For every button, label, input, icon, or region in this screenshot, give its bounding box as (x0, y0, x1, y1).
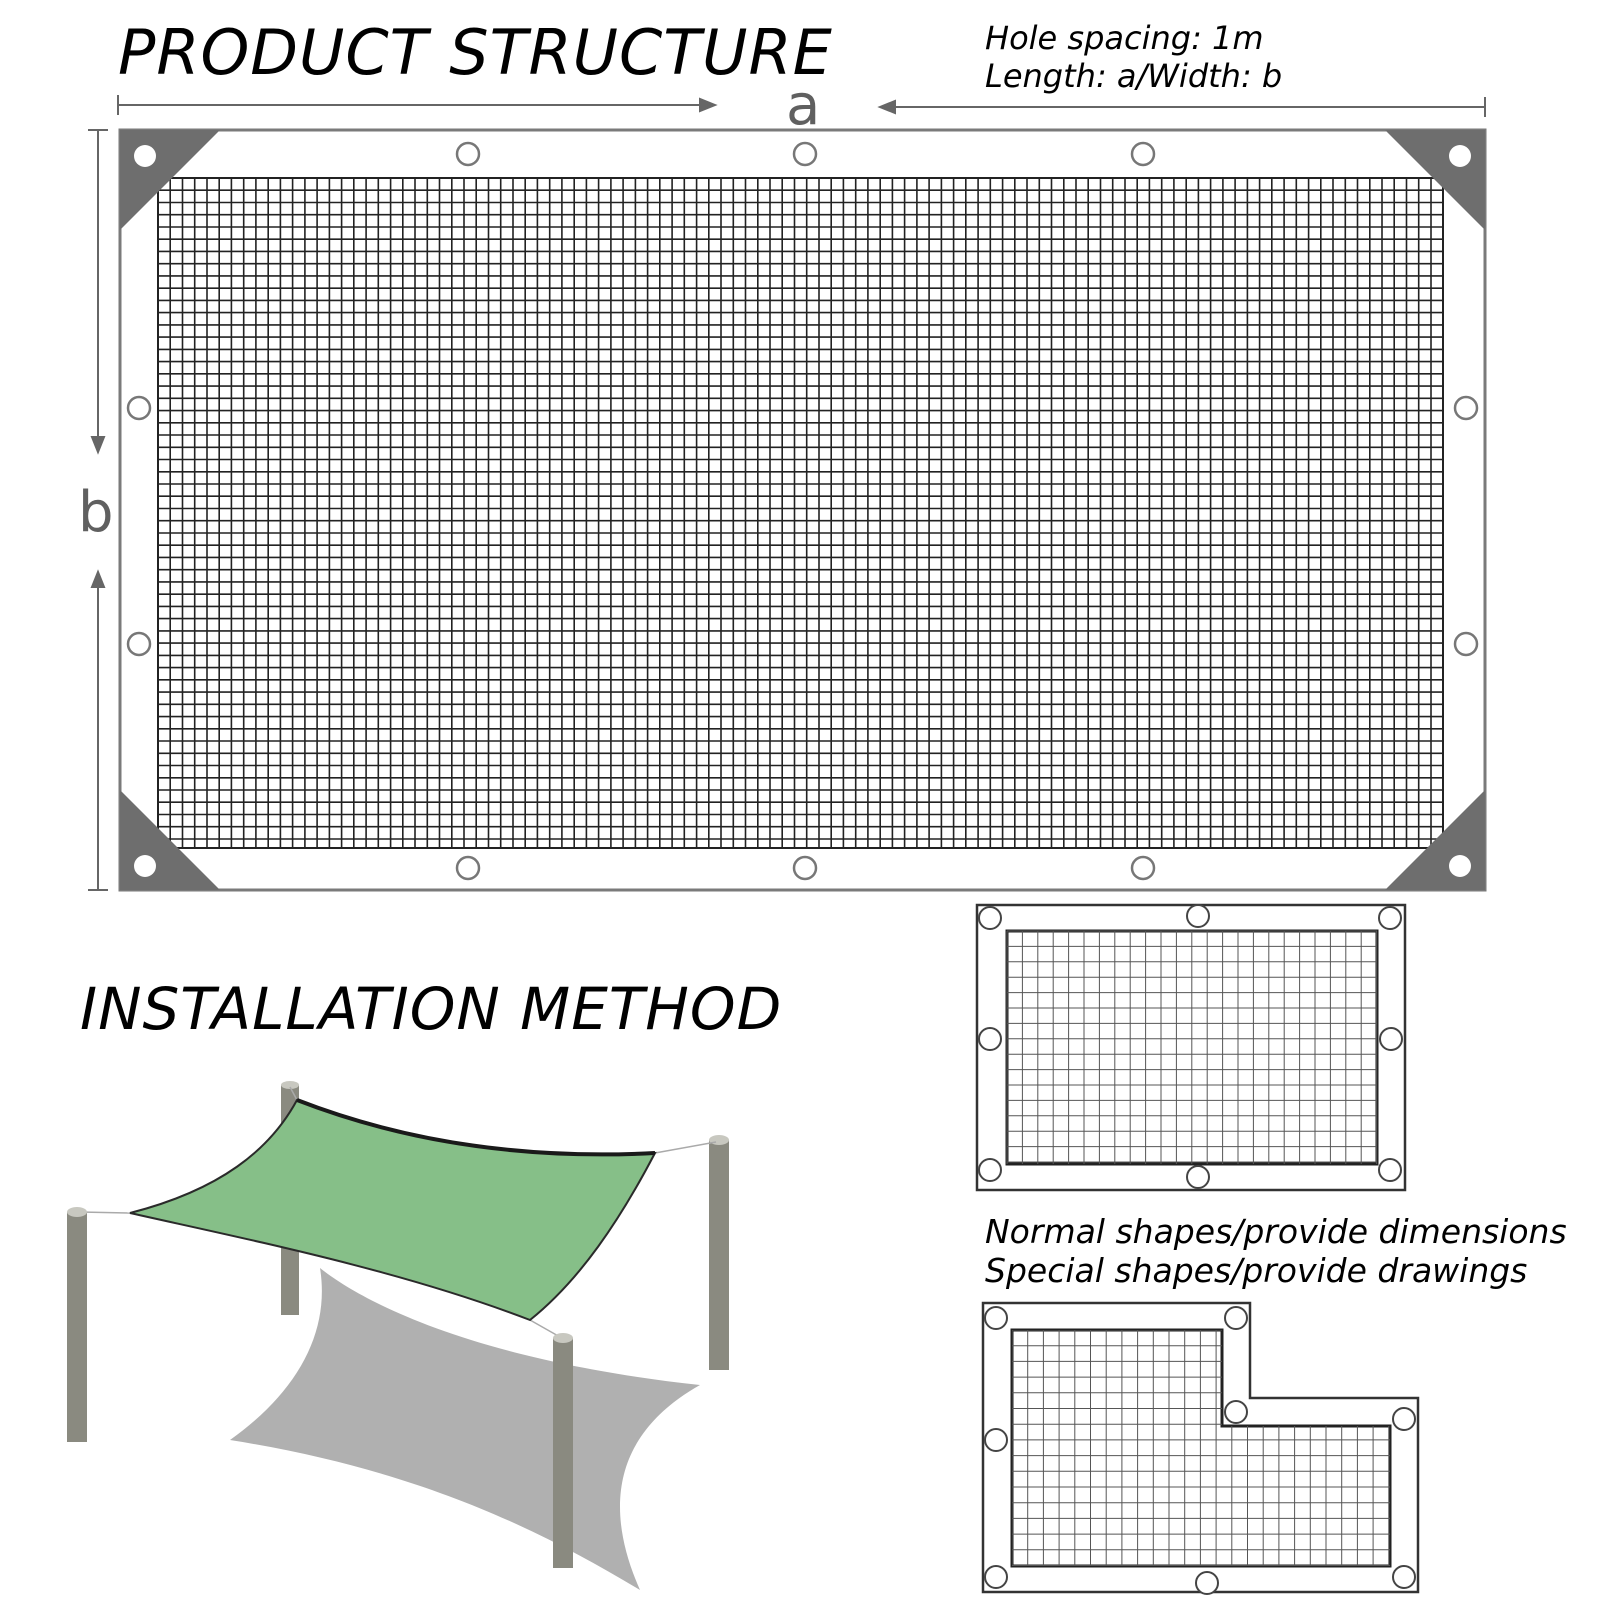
special-grommet-tl (984, 1306, 1008, 1330)
length-width-label: Length: a/Width: b (985, 57, 1283, 95)
grommet-bottom-1 (455, 855, 481, 881)
normal-shape-diagram (975, 903, 1407, 1192)
normal-grommet-ml (978, 1027, 1002, 1051)
corner-grommet-br (1449, 855, 1471, 877)
grommet-bottom-2 (792, 855, 818, 881)
dimension-label-a: a (786, 73, 821, 138)
grommet-left-2 (126, 631, 152, 657)
dimension-arrow-b (88, 129, 108, 891)
grommet-top-2 (792, 141, 818, 167)
installation-method-title: INSTALLATION METHOD (80, 975, 783, 1043)
normal-grommet-br (1378, 1158, 1402, 1182)
special-grommet-rt (1392, 1407, 1416, 1431)
special-grommet-br (1392, 1565, 1416, 1589)
normal-grommet-tr (1378, 906, 1402, 930)
hole-spacing-label: Hole spacing: 1m (985, 19, 1264, 57)
grommet-right-1 (1453, 395, 1479, 421)
normal-grommet-tl (978, 906, 1002, 930)
net-frame (118, 128, 1487, 892)
shade-shadow (230, 1268, 700, 1590)
normal-grommet-tc (1186, 904, 1210, 928)
special-shape-diagram (981, 1301, 1420, 1595)
special-grommet-tr (1224, 1306, 1248, 1330)
special-shapes-label: Special shapes/provide drawings (985, 1251, 1528, 1290)
post-back-right (709, 1140, 729, 1370)
grommet-bottom-3 (1130, 855, 1156, 881)
corner-grommet-tr (1449, 145, 1471, 167)
grommet-right-2 (1453, 631, 1479, 657)
normal-shape-grid (1006, 930, 1378, 1164)
product-structure-title: PRODUCT STRUCTURE (118, 16, 833, 89)
dimension-label-b: b (78, 480, 114, 545)
post-front-right (553, 1338, 573, 1568)
dimension-arrow-a (117, 95, 1486, 117)
special-grommet-bl (984, 1565, 1008, 1589)
normal-grommet-mr (1379, 1027, 1403, 1051)
net-grid (157, 177, 1443, 848)
grommet-left-1 (126, 395, 152, 421)
special-grommet-bc (1195, 1571, 1219, 1595)
grommet-top-3 (1130, 141, 1156, 167)
installation-illustration (67, 1081, 729, 1590)
normal-grommet-bc (1186, 1165, 1210, 1189)
normal-shapes-label: Normal shapes/provide dimensions (985, 1212, 1567, 1251)
special-grommet-inner (1224, 1400, 1248, 1424)
special-grommet-ml (984, 1428, 1008, 1452)
normal-grommet-bl (978, 1158, 1002, 1182)
corner-grommet-bl (134, 855, 156, 877)
corner-grommet-tl (134, 145, 156, 167)
main-net (118, 128, 1487, 892)
shade-sail (129, 1098, 657, 1322)
grommet-top-1 (455, 141, 481, 167)
post-front-left (67, 1212, 87, 1442)
